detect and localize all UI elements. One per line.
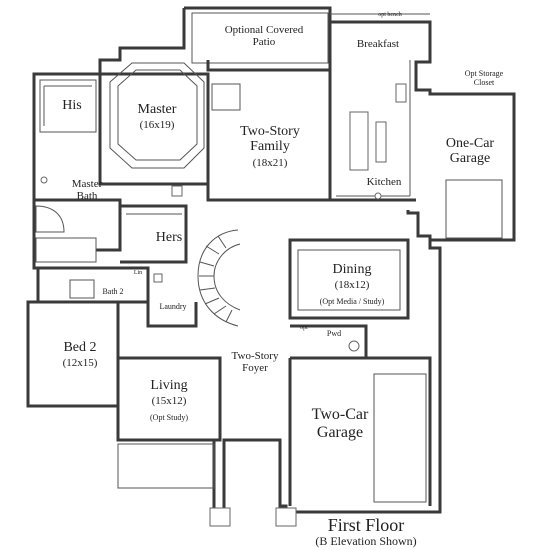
staircase [197, 229, 241, 327]
dining-room [288, 238, 410, 320]
kitchen [336, 60, 411, 200]
linen-label: Lin [133, 270, 143, 276]
his-label: His [62, 98, 82, 113]
front-porch [117, 443, 297, 527]
master-label: Master(16x19) [137, 102, 177, 132]
living-label: Living(15x12)(Opt Study) [150, 378, 188, 422]
opt-label: opt [300, 325, 308, 331]
bed-2-label: Bed 2(12x15) [62, 340, 98, 370]
powder-room [290, 324, 368, 360]
patio-area [191, 12, 330, 72]
his-closet [39, 79, 97, 133]
breakfast-label: Breakfast [356, 38, 400, 50]
hers-label: Hers [155, 230, 183, 245]
caption-subtitle: (B Elevation Shown) [315, 534, 417, 548]
one-car-garage [445, 179, 503, 239]
dining-label: Dining(18x12)(Opt Media / Study) [319, 262, 385, 306]
kitchen-label: Kitchen [366, 176, 402, 188]
caption-title: First Floor [327, 515, 405, 535]
opt-bench-label: opt bench [378, 12, 402, 18]
living-room [116, 356, 222, 442]
bath-2-label: Bath 2 [102, 287, 124, 296]
family-room [206, 74, 330, 202]
powder-label: Pwd [326, 329, 342, 338]
two-car-garage [288, 356, 432, 506]
master-bath [34, 176, 183, 263]
laundry-label: Laundry [159, 302, 187, 311]
hers-closet [120, 204, 188, 264]
